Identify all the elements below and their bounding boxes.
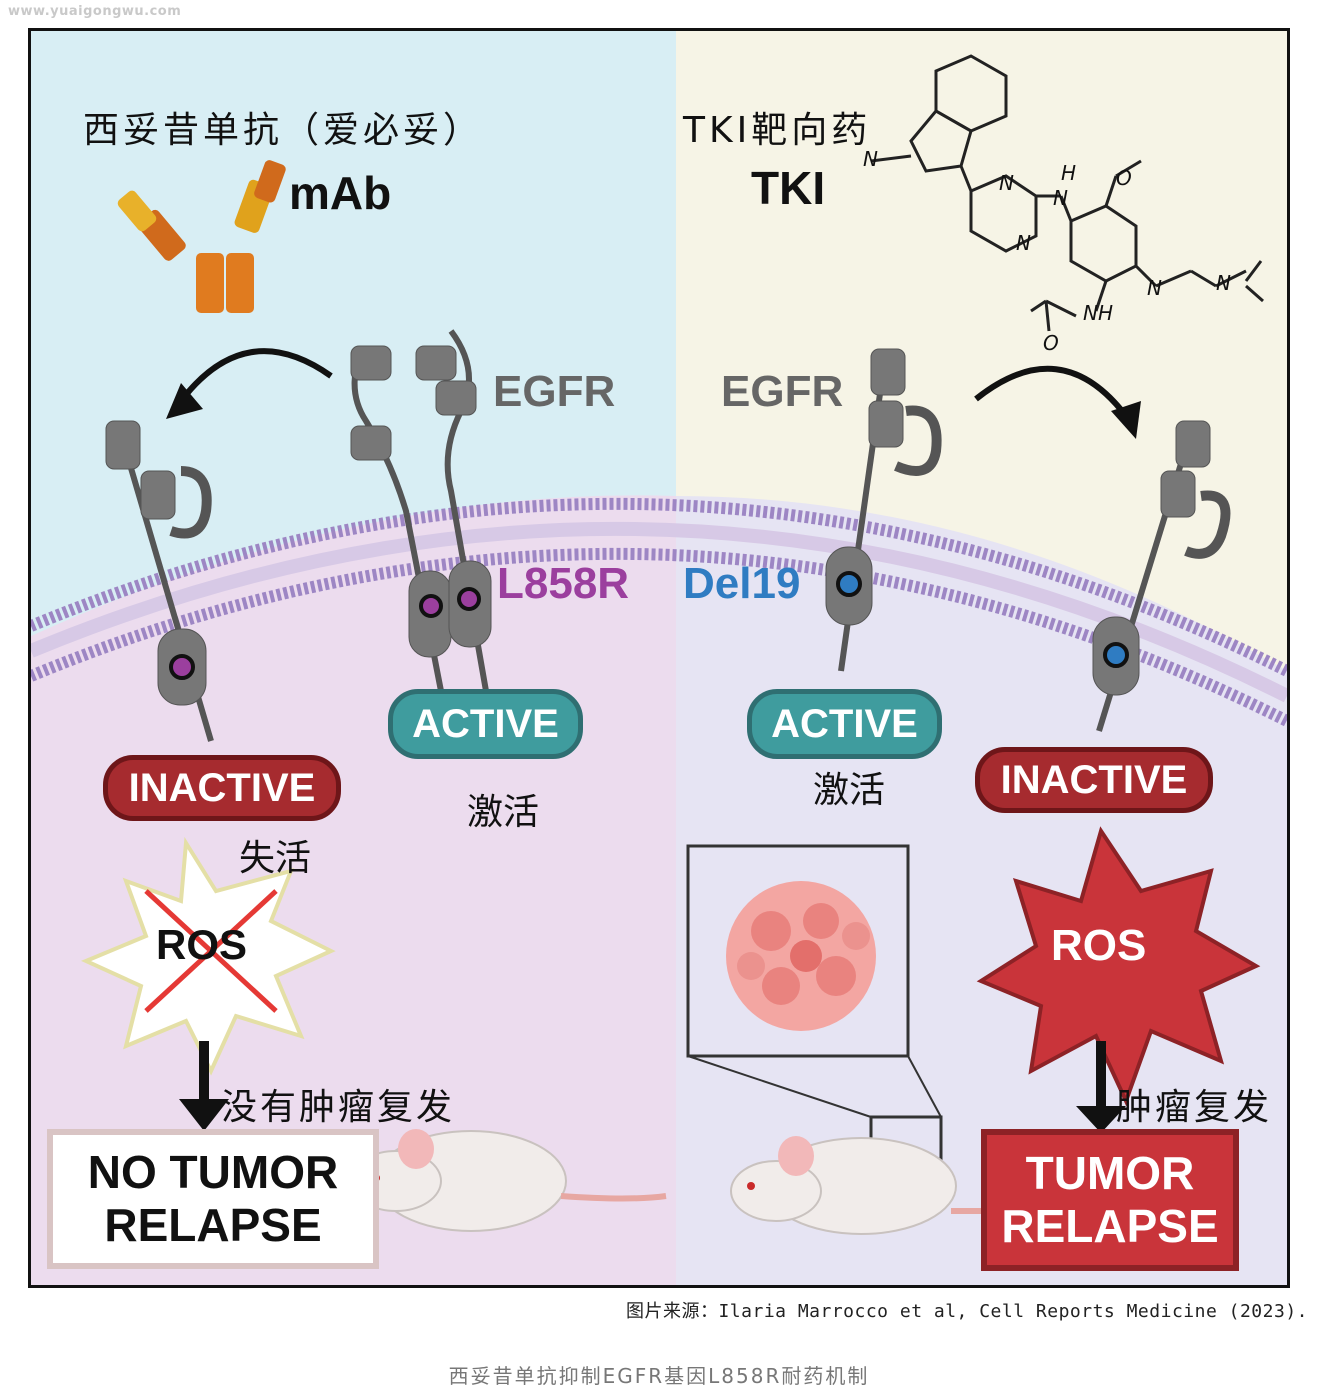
outcome-left-line1: NO TUMOR bbox=[87, 1146, 339, 1199]
del19-label: Del19 bbox=[683, 559, 801, 608]
egfr-label-left: EGFR bbox=[493, 367, 616, 416]
figure-source: 图片来源：Ilaria Marrocco et al, Cell Reports… bbox=[625, 1301, 1308, 1322]
ros-burst-left bbox=[80, 836, 336, 1076]
inactive-badge-left: INACTIVE bbox=[103, 755, 341, 821]
left-curved-arrow bbox=[178, 348, 333, 403]
active-zh-right: 激活 bbox=[813, 770, 886, 811]
ros-burst-right bbox=[976, 826, 1261, 1107]
mouse-right bbox=[730, 1136, 986, 1235]
tumor-relapse-box: TUMOR RELAPSE bbox=[981, 1129, 1239, 1271]
atom-h: H bbox=[1061, 161, 1077, 185]
mab-label: mAb bbox=[289, 167, 392, 219]
egfr-label-right: EGFR bbox=[721, 367, 844, 416]
tki-label: TKI bbox=[751, 162, 826, 214]
atom-n1: N bbox=[863, 147, 878, 171]
egfr-left-active-dimer bbox=[350, 329, 492, 692]
atom-o2: O bbox=[1043, 331, 1059, 355]
active-badge-left: ACTIVE bbox=[388, 689, 583, 759]
tki-molecule bbox=[870, 54, 1264, 332]
egfr-right-inactive bbox=[1092, 420, 1231, 732]
bg-top-right bbox=[676, 31, 1287, 671]
atom-n2: N bbox=[999, 171, 1014, 195]
outcome-right-line2: RELAPSE bbox=[1001, 1200, 1219, 1252]
outcome-left-line2: RELAPSE bbox=[104, 1199, 322, 1251]
atom-n4: N bbox=[1053, 186, 1068, 210]
no-relapse-zh: 没有肿瘤复发 bbox=[221, 1087, 456, 1128]
inactive-zh-left: 失活 bbox=[239, 838, 312, 879]
atom-n6: N bbox=[1216, 271, 1231, 295]
atom-nh: NH bbox=[1083, 301, 1113, 325]
relapse-zh: 肿瘤复发 bbox=[1116, 1087, 1273, 1128]
watermark-url: www.yuaigongwu.com bbox=[8, 4, 182, 19]
ros-label-left: ROS bbox=[156, 921, 248, 968]
atom-n3: N bbox=[1016, 231, 1031, 255]
atom-n5: N bbox=[1147, 276, 1162, 300]
antibody-graphic bbox=[117, 160, 286, 313]
figure-caption: 西妥昔单抗抑制EGFR基因L858R耐药机制 bbox=[448, 1364, 870, 1388]
l858r-label: L858R bbox=[497, 559, 630, 608]
inactive-badge-right: INACTIVE bbox=[975, 747, 1213, 813]
left-title: 西妥昔单抗（爱必妥） bbox=[83, 110, 484, 151]
right-down-arrow bbox=[1076, 1041, 1126, 1133]
tumor-zoom bbox=[686, 844, 943, 1195]
outcome-right-line1: TUMOR bbox=[1025, 1147, 1195, 1200]
atom-o1: O bbox=[1116, 166, 1132, 190]
active-badge-right: ACTIVE bbox=[747, 689, 942, 759]
ros-label-right: ROS bbox=[1051, 921, 1147, 970]
no-tumor-relapse-box: NO TUMOR RELAPSE bbox=[47, 1129, 379, 1269]
egfr-left-inactive bbox=[105, 420, 214, 742]
egfr-right-active bbox=[825, 348, 942, 672]
bg-top-left bbox=[31, 31, 676, 636]
figure-artwork bbox=[31, 31, 1287, 1285]
figure-frame: 西妥昔单抗（爱必妥） mAb EGFR L858R ACTIVE 激活 INAC… bbox=[28, 28, 1290, 1288]
right-title: TKI靶向药 bbox=[683, 110, 872, 151]
right-curved-arrow bbox=[974, 365, 1129, 418]
active-zh-left: 激活 bbox=[467, 792, 540, 833]
left-down-arrow bbox=[179, 1041, 229, 1131]
